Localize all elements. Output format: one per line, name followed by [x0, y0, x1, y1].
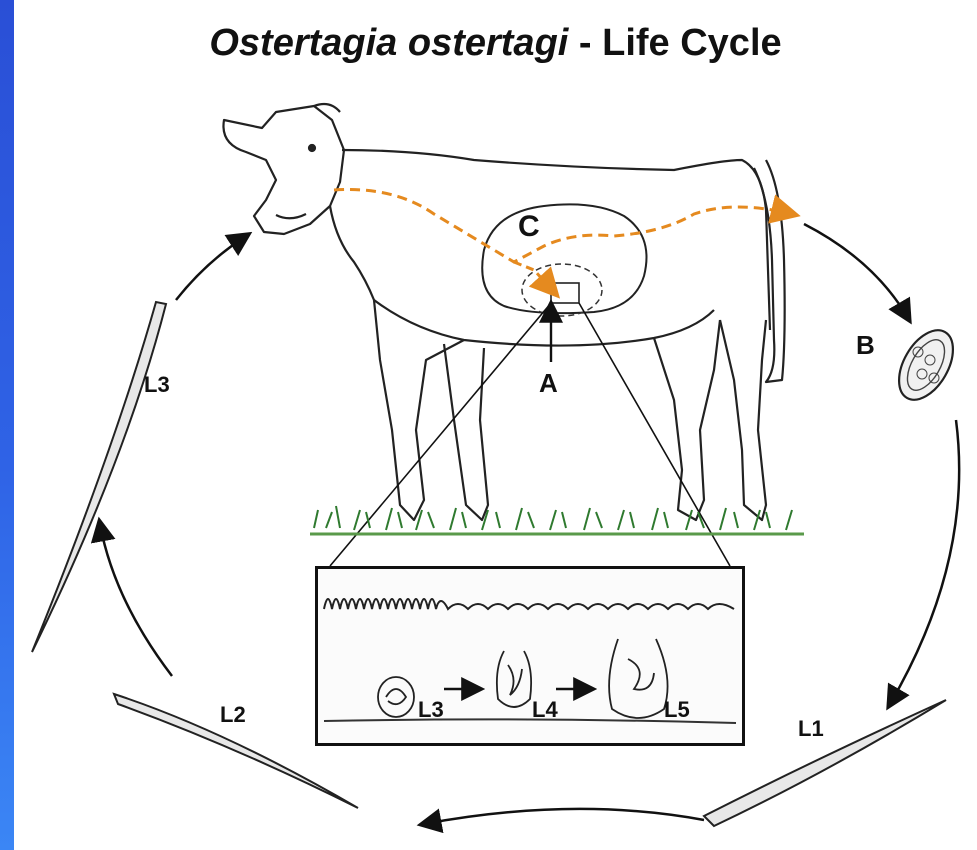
diagram-panel: Ostertagia ostertagi - Life Cycle [14, 0, 977, 850]
inset-label-l3: L3 [418, 697, 444, 723]
gastric-glands [324, 599, 734, 609]
label-l3: L3 [144, 372, 170, 398]
arrow-l3-to-calf [176, 236, 246, 300]
inset-label-l4: L4 [532, 697, 558, 723]
arrow-l2-to-l3 [100, 524, 172, 676]
abomasum-outline [522, 264, 602, 316]
larva-l3-illustration [32, 302, 166, 652]
arrow-calf-to-egg [804, 224, 908, 318]
label-b: B [856, 330, 875, 361]
abomasal-mucosa-inset: L3 L4 L5 [315, 566, 745, 746]
arrow-egg-to-l1 [890, 420, 959, 704]
label-l2: L2 [220, 702, 246, 728]
label-a: A [539, 368, 558, 399]
label-c: C [518, 210, 540, 244]
arrow-l1-to-l2 [424, 809, 704, 824]
egg-b-illustration [888, 321, 964, 409]
larva-migration-path [334, 190, 792, 263]
grass-strip [310, 506, 804, 534]
inset-l3-stage [378, 677, 414, 717]
inset-label-l5: L5 [664, 697, 690, 723]
label-l1: L1 [798, 716, 824, 742]
stomach-outline [482, 204, 646, 313]
abomasum-site-box [551, 283, 579, 303]
calf-illustration [223, 104, 784, 520]
larva-descent-path [514, 262, 554, 292]
